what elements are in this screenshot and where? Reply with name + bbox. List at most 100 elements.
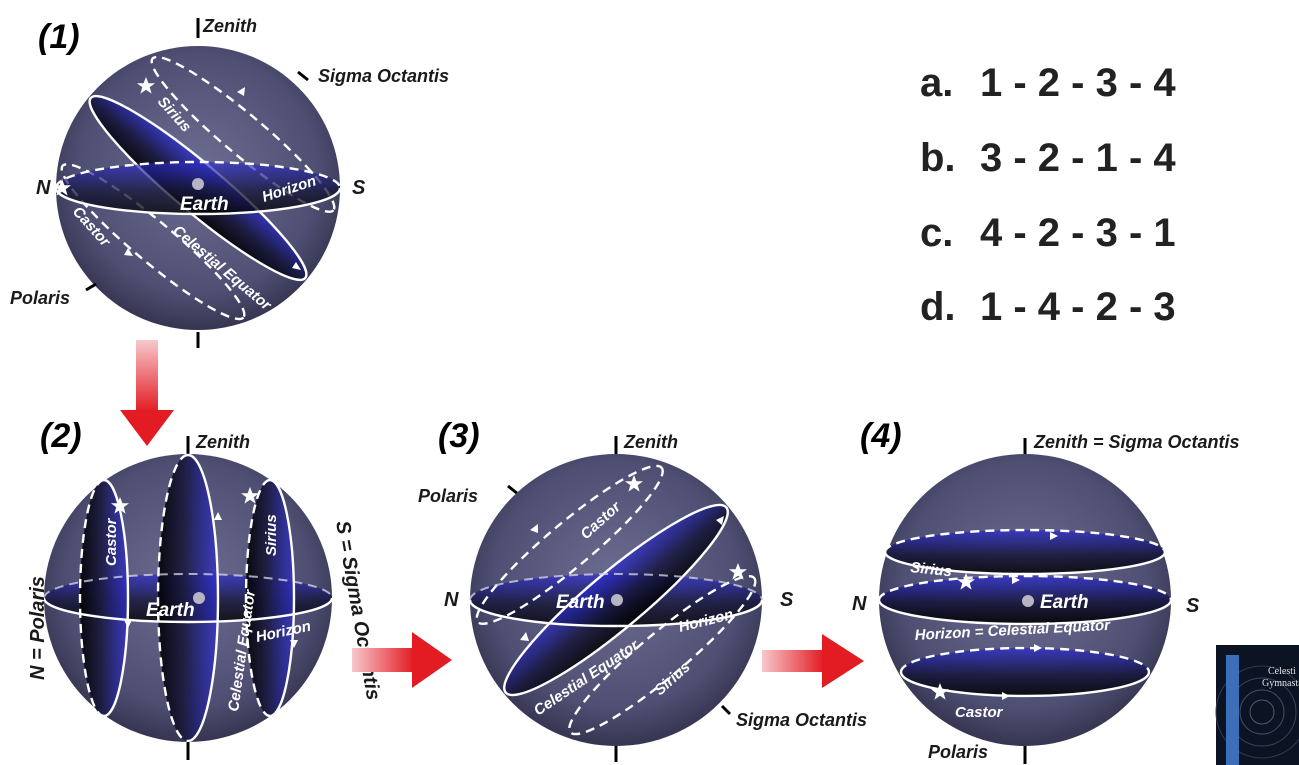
north-label: N	[36, 177, 51, 199]
horizon-ring-back	[877, 574, 1173, 601]
zenith-label: Zenith =	[1033, 432, 1109, 452]
earth-dot	[192, 178, 204, 190]
earth-dot	[611, 594, 623, 606]
castor-orbit	[475, 464, 664, 625]
south-label: S	[1186, 595, 1200, 617]
north-polaris-label: N = Polaris	[27, 576, 49, 680]
south-label: S	[780, 589, 794, 611]
orbit-arrow-icon	[716, 516, 724, 525]
zenith-sigma-label: Zenith = Sigma Octantis	[1033, 432, 1240, 452]
sirius-orbit	[568, 575, 757, 736]
panel-4-number: (4)	[860, 417, 902, 455]
sirius-orbit-back	[883, 528, 1167, 553]
horizon-ring-back	[54, 160, 342, 189]
orbit-arrow-icon	[530, 524, 538, 533]
zenith-label: Zenith	[623, 432, 678, 452]
castor-band	[80, 480, 128, 716]
sirius-band	[246, 480, 294, 716]
panel-1-number: (1)	[38, 18, 80, 56]
cover-thumbnail[interactable]: Celesti Gymnastic	[1215, 645, 1299, 765]
panel-3-number: (3)	[438, 417, 480, 455]
north-label: N	[852, 593, 867, 615]
equator-band	[158, 455, 218, 741]
orbit-arrow-icon	[124, 248, 133, 256]
horizon-ring-front	[42, 597, 334, 624]
horizon-ring-back	[469, 573, 763, 601]
orbit-arrow-icon	[214, 512, 222, 520]
arrow-right	[762, 634, 864, 688]
castor-label: Castor	[103, 517, 120, 566]
earth-label: Earth	[146, 600, 195, 621]
polaris-label: Polaris	[418, 486, 478, 506]
castor-orbit-back	[78, 478, 105, 718]
horizon-ring-back	[43, 573, 333, 599]
sirius-label: Sirius	[263, 514, 280, 556]
polaris-tick	[507, 484, 519, 496]
castor-orbit-front	[899, 671, 1151, 698]
castor-orbit	[60, 163, 246, 321]
sirius-band	[885, 530, 1165, 574]
orbit-arrow-icon	[1034, 644, 1042, 652]
orbit-arrow-icon	[237, 87, 245, 96]
orbit-arrow-icon	[1002, 692, 1010, 700]
option-d[interactable]: d. 1 - 4 - 2 - 3	[920, 285, 1176, 329]
answer-options: a. 1 - 2 - 3 - 4 b. 3 - 2 - 1 - 4 c. 4 -…	[920, 61, 1176, 329]
star-trail-icon	[1215, 665, 1299, 759]
zenith-label: Zenith	[202, 16, 257, 36]
arrow-down	[120, 340, 174, 446]
option-b-letter: b.	[920, 136, 956, 180]
earth-label: Earth	[180, 194, 229, 215]
earth-label: Earth	[556, 592, 605, 613]
option-c[interactable]: c. 4 - 2 - 3 - 1	[920, 211, 1176, 255]
sirius-orbit-front	[883, 551, 1167, 576]
panel-2: (2) Zenith N = Polaris S = Sigma Octanti…	[27, 417, 384, 760]
thumbnail-title-line1: Celesti	[1268, 666, 1296, 677]
south-sigma-label: S = Sigma Octantis	[331, 519, 384, 702]
panel-4: (4) Zenith = Sigma Octantis N S Polaris …	[852, 417, 1240, 764]
orbit-arrow-icon	[290, 640, 298, 648]
orbit-arrow-icon	[1012, 576, 1020, 584]
sirius-orbit-front	[269, 478, 296, 718]
sirius-orbit	[150, 55, 336, 213]
orbit-arrow-icon	[1050, 532, 1058, 540]
earth-dot	[193, 592, 205, 604]
castor-band	[901, 648, 1149, 696]
earth-label: Earth	[1040, 592, 1089, 613]
polaris-label: Polaris	[10, 288, 70, 308]
north-label: N	[444, 589, 459, 611]
castor-label: Castor	[955, 704, 1004, 721]
sirius-orbit-back	[244, 478, 271, 718]
panel-2-number: (2)	[40, 417, 82, 455]
orbit-arrow-icon	[520, 632, 529, 641]
sigma-octantis-label: Sigma Octantis	[1109, 432, 1240, 452]
option-b-sequence: 3 - 2 - 1 - 4	[980, 136, 1176, 180]
option-c-sequence: 4 - 2 - 3 - 1	[980, 211, 1176, 255]
orbit-arrow-icon	[292, 262, 301, 270]
thumbnail-spine	[1226, 655, 1239, 765]
horizon-ring-front	[877, 599, 1173, 626]
sigma-octantis-label: Sigma Octantis	[736, 710, 867, 730]
option-d-letter: d.	[920, 285, 956, 329]
thumbnail-title-line2: Gymnastic	[1262, 678, 1299, 689]
sigma-octantis-label: Sigma Octantis	[318, 66, 449, 86]
star-trail-icon	[1239, 689, 1285, 735]
equator-ring-front	[187, 453, 220, 743]
polaris-tick	[85, 282, 97, 292]
zenith-label: Zenith	[195, 432, 250, 452]
earth-dot	[1022, 595, 1034, 607]
option-b[interactable]: b. 3 - 2 - 1 - 4	[920, 136, 1176, 180]
sigma-tick	[297, 70, 309, 82]
south-label: S	[352, 177, 366, 199]
star-trail-icon	[1249, 699, 1275, 725]
polaris-label: Polaris	[928, 742, 988, 762]
option-a[interactable]: a. 1 - 2 - 3 - 4	[920, 61, 1176, 105]
sigma-tick	[720, 704, 732, 716]
panel-1: (1) Zenith Sigma Octantis N S Polaris Ea…	[10, 16, 449, 348]
celestial-equator-ring	[503, 503, 729, 697]
option-d-sequence: 1 - 4 - 2 - 3	[980, 285, 1176, 329]
equator-ring-back	[156, 453, 189, 743]
sirius-label: Sirius	[910, 559, 953, 580]
horizon-ring-front	[468, 599, 764, 628]
panel-3: (3) Zenith Polaris N S Sigma Octantis Ea…	[418, 417, 867, 762]
